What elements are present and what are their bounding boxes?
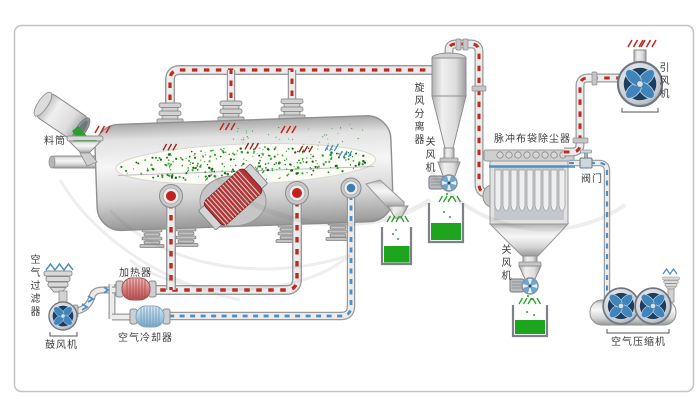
bed-material-speckles (120, 146, 367, 182)
cold-air-inlet-port (346, 183, 356, 193)
dryer-discharge (365, 179, 413, 266)
vibration-motor (198, 164, 268, 230)
hot-air-inlet-port (166, 191, 176, 201)
valve-label: 阀门 (581, 174, 603, 185)
blower-fan (48, 301, 78, 337)
cyclone-product-container (427, 203, 465, 244)
cyclone-rotary-valve (428, 174, 458, 192)
feed-barrel-label: 料筒 (44, 136, 66, 147)
air-filter-label: 空气过滤器 (28, 254, 39, 319)
cyclone-rotary-valve-label: 关风机 (423, 136, 434, 175)
blower-piping (72, 284, 140, 321)
filter-bags (494, 169, 566, 212)
air-compressor-label: 空气压缩机 (611, 337, 666, 348)
air-cooler-label: 空气冷却器 (118, 333, 173, 344)
baghouse-rotary-valve-label: 关风机 (499, 244, 510, 283)
cyclone-separator (427, 38, 496, 244)
air-cooler (129, 305, 171, 328)
compressed-air-line (569, 149, 607, 301)
product-container-dryer (380, 227, 413, 266)
dust-speckles (232, 123, 364, 148)
heater-label: 加热器 (119, 268, 152, 279)
baghouse-product-container (511, 305, 549, 338)
induced-draft-fan-label: 引风机 (657, 62, 668, 101)
pulse-air-valve (579, 149, 593, 169)
hot-air-line (152, 181, 309, 291)
baghouse-rotary-valve (509, 277, 539, 295)
clean-air-outlet (564, 71, 619, 152)
air-intake-marks (45, 262, 74, 272)
air-compressor (589, 267, 680, 334)
cyclone-label: 旋风分离器 (412, 82, 423, 147)
blower-label: 鼓风机 (45, 340, 78, 351)
induced-draft-fan (616, 39, 664, 113)
bag-dust-collector-label: 脉冲布袋除尘器 (494, 134, 571, 145)
hot-air-inlet-port (292, 188, 302, 198)
watermark (58, 168, 627, 302)
bag-dust-collector (482, 149, 575, 338)
heater (115, 277, 157, 301)
feed-funnel (66, 135, 104, 167)
cold-air-line (164, 177, 362, 316)
